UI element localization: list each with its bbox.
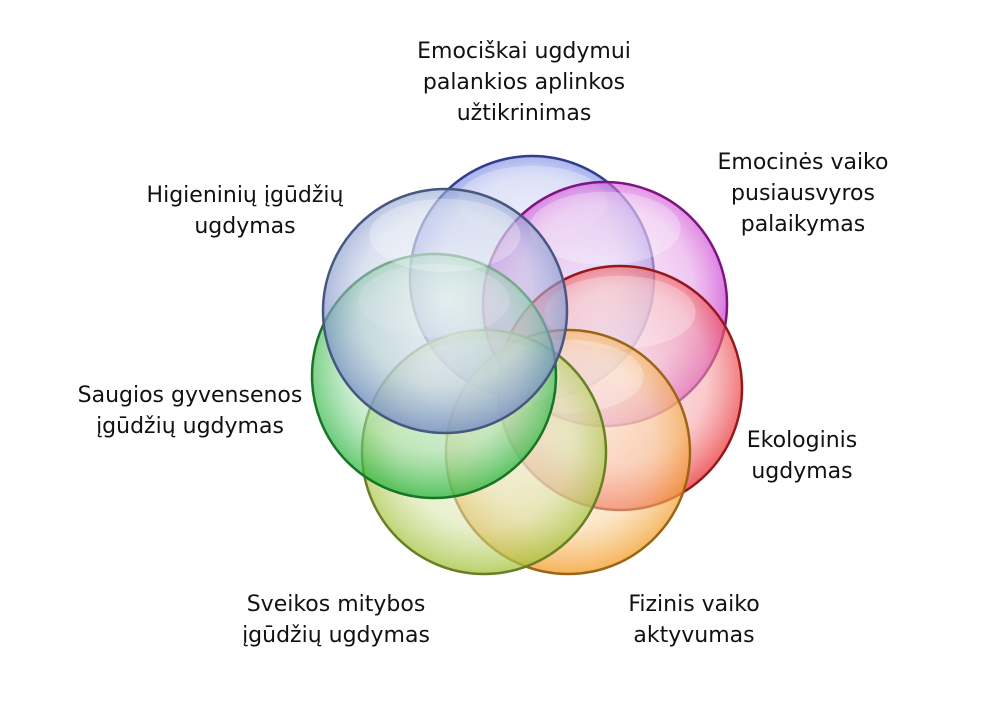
- highlight-hygiene: [369, 198, 521, 272]
- label-emotional-environment: Emociškai ugdymui palankios aplinkos užt…: [417, 39, 631, 126]
- label-physical-activity: Fizinis vaiko aktyvumas: [628, 592, 760, 648]
- label-healthy-nutrition: Sveikos mitybos įgūdžių ugdymas: [242, 592, 430, 648]
- highlight-emotional-balance: [529, 191, 681, 265]
- label-emotional-balance: Emocinės vaiko pusiausvyros palaikymas: [717, 150, 889, 237]
- circle-hygiene: [321, 187, 569, 435]
- label-ecological: Ekologinis ugdymas: [746, 428, 858, 484]
- label-safe-lifestyle: Saugios gyvensenos įgūdžių ugdymas: [77, 383, 303, 439]
- label-hygiene: Higieninių įgūdžių ugdymas: [146, 183, 344, 239]
